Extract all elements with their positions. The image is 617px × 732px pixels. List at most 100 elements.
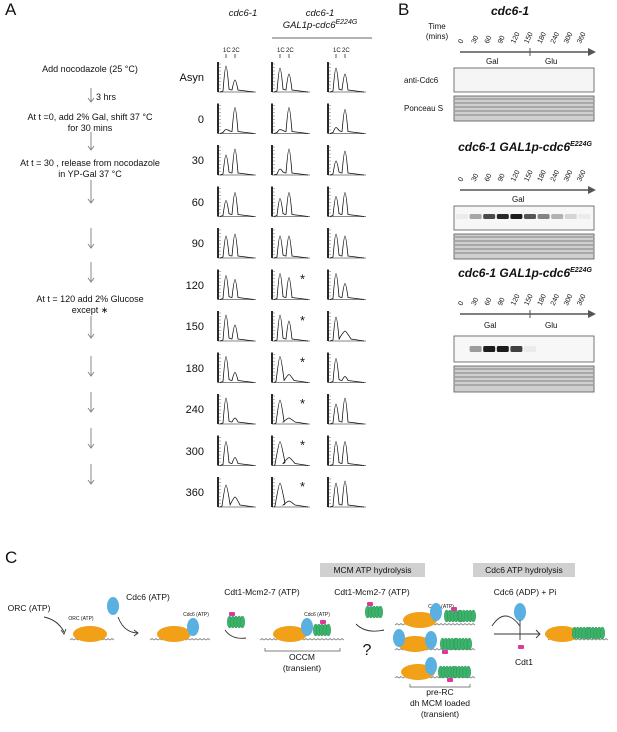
step-30-mins: for 30 mins xyxy=(67,123,113,133)
cdc6-arrow xyxy=(117,616,139,634)
blot2-band-2 xyxy=(483,214,496,219)
peak-label-1c-0: 1C xyxy=(223,48,231,54)
cdc6-adp-label: Cdc6 (ADP) + Pi xyxy=(493,587,557,597)
blot2-band-0 xyxy=(456,214,468,219)
facs-profile-9-0 xyxy=(217,435,256,466)
facs-curve-3-0 xyxy=(219,192,255,217)
step-except: except ∗ xyxy=(71,305,109,315)
blot1-time-240: 240 xyxy=(550,31,561,45)
cdc6-stage3 xyxy=(301,618,313,636)
blot2-time-240: 240 xyxy=(550,169,561,183)
blot1-time-150: 150 xyxy=(523,31,534,45)
cdt1-free-2 xyxy=(367,602,373,606)
facs-curve-7-2 xyxy=(329,358,365,383)
orc-stage4a xyxy=(403,612,437,628)
facs-curve-2-0 xyxy=(219,148,255,176)
facs-curve-0-1 xyxy=(273,67,309,93)
cdt1-stage4c xyxy=(447,678,453,682)
facs-profile-7-1 xyxy=(271,352,310,383)
timepoint-label-300: 300 xyxy=(185,445,204,458)
anti-cdc6-label: anti-Cdc6 xyxy=(404,76,439,85)
timepoint-label-30: 30 xyxy=(191,155,204,167)
blot2-band-7 xyxy=(551,214,564,219)
mcm-hydrolysis-box: MCM ATP hydrolysis xyxy=(320,563,425,577)
facs-curve-4-2 xyxy=(329,233,365,259)
peak-label-1c-2: 1C xyxy=(333,48,341,54)
mcm-stage3 xyxy=(313,623,331,637)
blot3-band-3 xyxy=(496,346,509,352)
col-header-gal-line2: GAL1p-cdc6E224G xyxy=(282,19,358,32)
facs-profile-2-0 xyxy=(217,145,256,176)
blot1-time-180: 180 xyxy=(537,31,548,45)
facs-curve-1-2 xyxy=(329,109,365,134)
blot3-time-120: 120 xyxy=(510,293,521,307)
blot3-time-90: 90 xyxy=(497,297,507,307)
panel-b-letter: B xyxy=(398,0,410,19)
facs-curve-2-2 xyxy=(329,150,365,176)
facs-curve-6-2 xyxy=(329,316,365,342)
flow-arrowhead-2 xyxy=(87,198,95,204)
facs-profile-8-1 xyxy=(271,394,310,425)
blot2-time-180: 180 xyxy=(537,169,548,183)
blot2-gal-label: Gal xyxy=(512,195,525,204)
orc-arrowhead xyxy=(60,628,67,635)
facs-profile-2-2 xyxy=(327,145,366,176)
blot1-time-60: 60 xyxy=(484,35,494,45)
blot3-band-4 xyxy=(510,346,523,352)
peak-label-2c-1: 2C xyxy=(286,48,294,54)
cdc6-arrowhead xyxy=(133,629,139,637)
step-add-glucose: At t = 120 add 2% Glucose xyxy=(36,294,144,304)
facs-profile-6-1 xyxy=(271,311,310,342)
blot2-time-arrowhead xyxy=(588,186,596,194)
facs-curve-10-1 xyxy=(273,482,309,508)
facs-curve-8-0 xyxy=(219,397,255,425)
step-add-nocodazole: Add nocodazole (25 °C) xyxy=(42,64,138,74)
cdc6-stage4a xyxy=(430,603,442,621)
blot2-time-150: 150 xyxy=(523,169,534,183)
facs-profile-1-1 xyxy=(271,103,310,134)
mcm-free-1 xyxy=(227,615,245,629)
blot1-ponceau-strip xyxy=(453,95,595,122)
cdt1-stage4b xyxy=(442,650,448,654)
blot2-band-6 xyxy=(537,214,550,219)
blot1-time-120: 120 xyxy=(510,31,521,45)
blot2-band-3 xyxy=(496,214,509,219)
facs-profile-8-0 xyxy=(217,394,256,425)
timepoint-label-180: 180 xyxy=(185,362,204,375)
timepoint-label-120: 120 xyxy=(185,279,204,292)
facs-profile-0-2 xyxy=(327,62,366,93)
blot1-time-90: 90 xyxy=(497,35,507,45)
asterisk-360: * xyxy=(300,479,305,494)
blot3-sup: E224G xyxy=(570,267,592,274)
cdc6-released xyxy=(514,603,526,621)
facs-profile-7-2 xyxy=(327,352,366,383)
facs-curve-5-1 xyxy=(273,273,309,300)
flow-arrowhead-1 xyxy=(87,145,95,151)
cdc6-stage4c xyxy=(425,657,437,675)
facs-profile-4-1 xyxy=(271,228,310,259)
blot2-time-30: 30 xyxy=(471,173,481,183)
facs-curve-6-1 xyxy=(273,314,309,342)
blot1-time-30: 30 xyxy=(471,35,481,45)
facs-profile-10-0 xyxy=(217,477,256,508)
facs-profile-9-2 xyxy=(327,435,366,466)
blot2-time-90: 90 xyxy=(497,173,507,183)
facs-profile-10-1 xyxy=(271,477,310,508)
blot2-time-120: 120 xyxy=(510,169,521,183)
facs-curve-8-2 xyxy=(329,397,365,425)
col-header-gal-sup: E224G xyxy=(335,19,358,26)
cdc6-small-label-1: Cdc6 (ATP) xyxy=(183,612,209,618)
blot2-anti-cdc6-strip xyxy=(453,205,595,231)
timepoint-label-240: 240 xyxy=(185,404,204,416)
mins-label: (mins) xyxy=(425,32,449,41)
facs-curve-9-2 xyxy=(329,441,365,466)
timepoint-label-60: 60 xyxy=(191,196,204,209)
facs-profile-4-2 xyxy=(327,228,366,259)
time-label: Time xyxy=(428,22,446,31)
dh-mcm-label: dh MCM loaded xyxy=(409,698,470,708)
blot3-time-180: 180 xyxy=(537,293,548,307)
facs-profile-5-2 xyxy=(327,269,366,300)
flow-arrowhead-5 xyxy=(87,333,95,339)
cdc6-release-arrow xyxy=(491,615,521,627)
